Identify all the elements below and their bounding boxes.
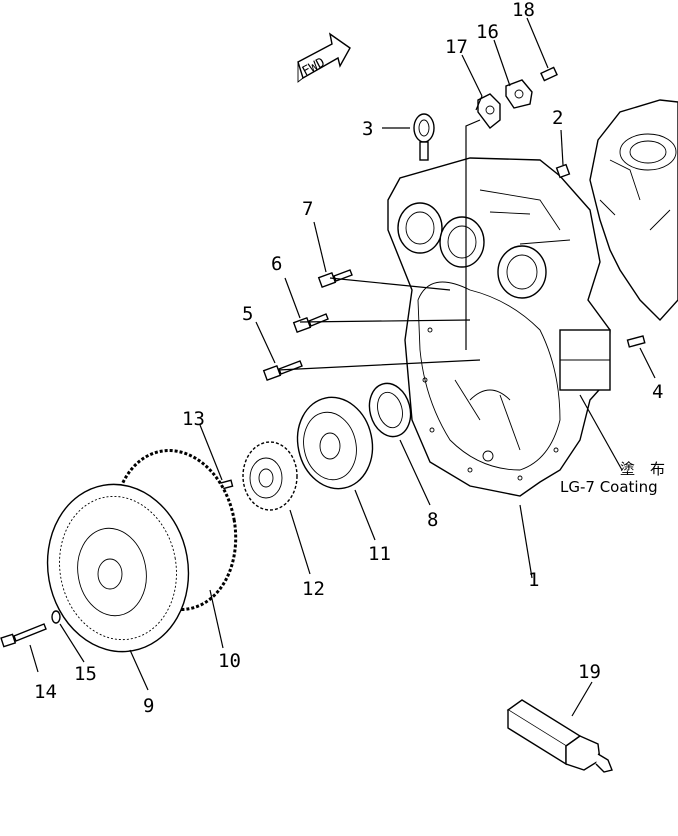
flywheel-housing — [387, 157, 611, 497]
eye-bolt — [413, 113, 435, 161]
callout-5: 5 — [242, 303, 253, 325]
callout-13: 13 — [182, 408, 205, 430]
callout-18: 18 — [512, 0, 535, 21]
callout-14: 14 — [34, 681, 57, 703]
callout-17: 17 — [445, 36, 468, 58]
coating-note-text: LG-7 Coating — [560, 478, 658, 496]
callout-9: 9 — [143, 695, 154, 717]
flywheel — [46, 483, 190, 653]
dowel-pin-right — [626, 335, 646, 348]
coating-note: 塗 布 LG-7 Coating — [560, 460, 665, 496]
fwd-arrow: FWD — [297, 32, 351, 83]
flywheel-bolt — [0, 623, 47, 648]
callout-8: 8 — [427, 509, 438, 531]
callout-16: 16 — [476, 21, 499, 43]
callout-3: 3 — [362, 118, 373, 140]
flywheel-washer — [51, 610, 61, 624]
cover-bolt — [540, 66, 558, 82]
cover-gasket — [477, 93, 501, 129]
callout-19: 19 — [578, 661, 601, 683]
bolt-5 — [262, 360, 303, 381]
sealant-tube — [506, 699, 613, 773]
callout-10: 10 — [218, 650, 241, 672]
callout-6: 6 — [271, 253, 282, 275]
crank-gear — [242, 441, 298, 511]
bolt-6 — [292, 313, 329, 333]
cover-plate — [505, 79, 533, 109]
damper-hub — [296, 396, 374, 490]
engine-block — [589, 99, 678, 322]
dowel-pin-top — [555, 163, 571, 179]
callout-12: 12 — [302, 578, 325, 600]
callout-labels: 1 2 3 4 5 6 7 8 9 10 11 12 13 14 15 16 1… — [34, 0, 663, 717]
callout-11: 11 — [368, 543, 391, 565]
callout-4: 4 — [652, 381, 663, 403]
oil-seal — [368, 382, 412, 438]
callout-7: 7 — [302, 198, 313, 220]
coating-note-jp: 塗 布 — [620, 460, 665, 478]
callout-1: 1 — [528, 569, 539, 591]
leader-lines — [29, 17, 656, 717]
callout-2: 2 — [552, 107, 563, 129]
callout-15: 15 — [74, 663, 97, 685]
